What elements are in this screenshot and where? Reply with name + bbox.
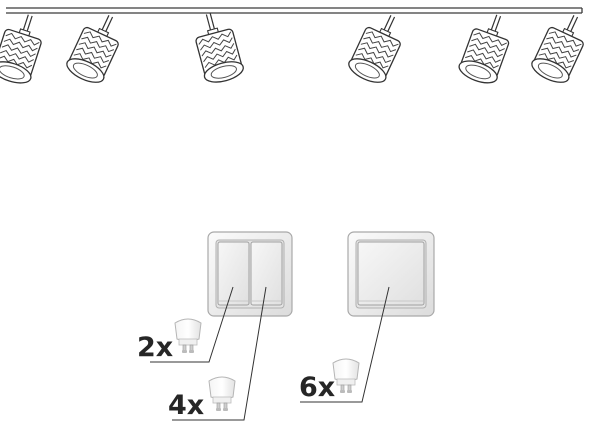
spotlight-icon [455, 8, 519, 88]
gu10-bulb-icon [174, 318, 202, 354]
left-rocker [217, 241, 250, 306]
spotlight-icon [188, 8, 247, 87]
right-rocker [250, 241, 283, 306]
ceiling-track [6, 7, 583, 14]
single-rocker [357, 241, 425, 306]
leader-line-4x [172, 286, 267, 421]
leader-line-6x [300, 286, 390, 403]
spotlight-icon [62, 7, 130, 88]
leader-line-2x [150, 286, 234, 363]
spotlight-icon [527, 7, 595, 88]
spotlight-icon [0, 8, 50, 88]
quantity-label-4x: 4x [168, 390, 204, 421]
spotlight-icon [344, 7, 412, 88]
quantity-label-6x: 6x [299, 372, 335, 403]
gu10-bulb-icon [208, 376, 236, 412]
double-rocker-switch [207, 231, 293, 317]
gu10-bulb-icon [332, 358, 360, 394]
single-rocker-switch [347, 231, 435, 317]
leader-lines [150, 286, 390, 421]
quantity-label-2x: 2x [137, 332, 173, 363]
